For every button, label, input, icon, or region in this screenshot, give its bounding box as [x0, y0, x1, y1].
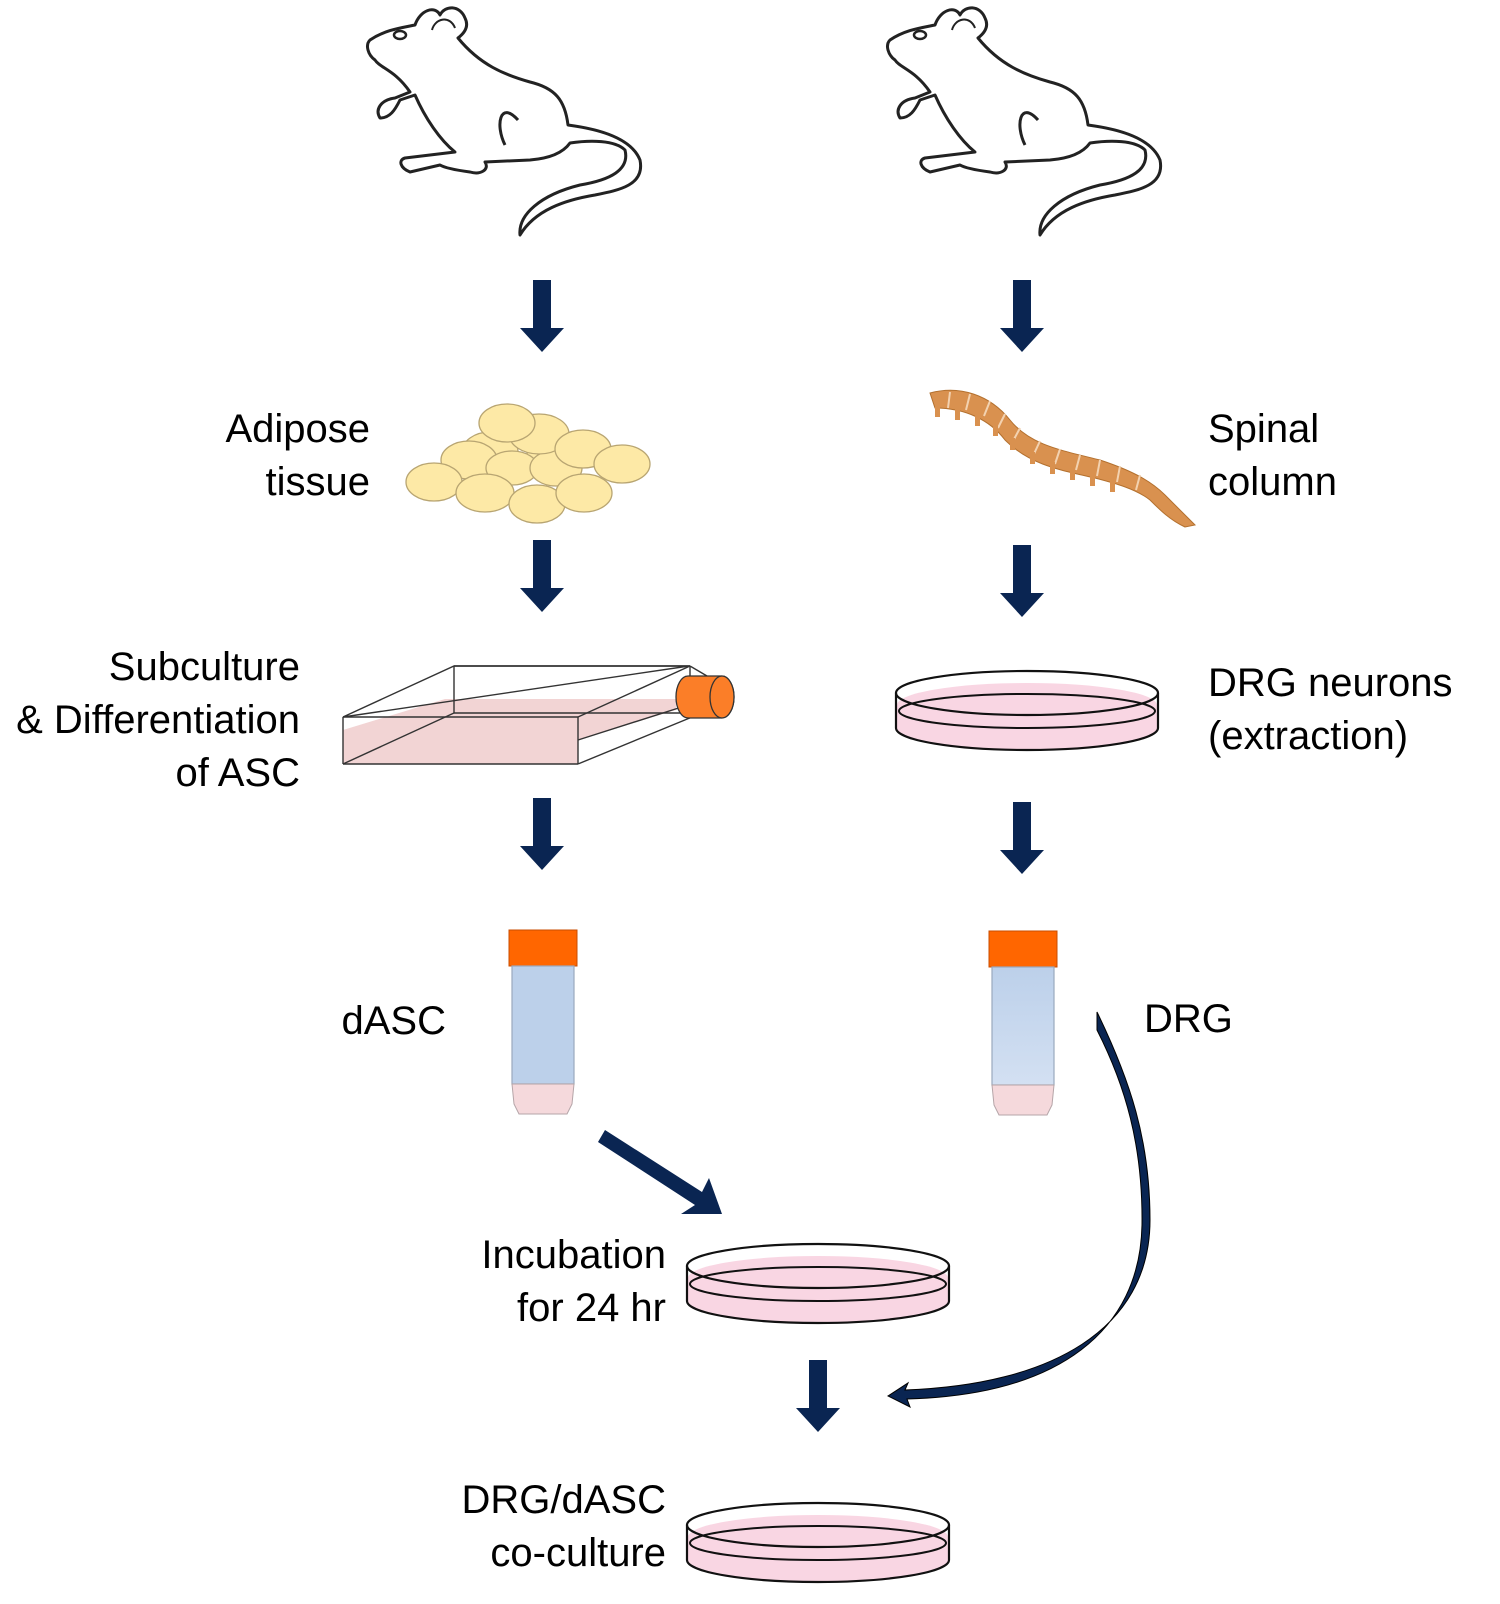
- label-co-culture: DRG/dASC co-culture: [461, 1478, 667, 1575]
- arrow-curved-icon: [886, 1011, 1151, 1409]
- label-subculture-differentiation: Subculture & Differentiation of ASC: [16, 645, 300, 795]
- centrifuge-tube-icon: [988, 930, 1058, 1116]
- rat-left-icon: [366, 6, 643, 237]
- petri-dish-icon: [685, 1242, 951, 1325]
- spinal-column-icon: [929, 389, 1197, 528]
- arrow-down-icon: [1000, 802, 1044, 874]
- adipose-tissue-icon: [405, 403, 651, 524]
- arrow-down-icon: [520, 280, 564, 352]
- arrow-diagonal-icon: [598, 1130, 722, 1214]
- rat-right-icon: [886, 6, 1163, 237]
- label-incubation: Incubation for 24 hr: [481, 1233, 666, 1330]
- label-spinal-column: Spinal column: [1208, 407, 1337, 504]
- centrifuge-tube-icon: [508, 929, 578, 1115]
- label-drg-neurons: DRG neurons (extraction): [1208, 661, 1453, 758]
- label-dasc: dASC: [341, 999, 447, 1043]
- arrow-down-icon: [796, 1360, 840, 1432]
- arrow-down-icon: [1000, 280, 1044, 352]
- arrow-down-icon: [520, 798, 564, 870]
- label-adipose-tissue: Adipose tissue: [225, 407, 370, 504]
- petri-dish-icon: [685, 1501, 951, 1584]
- petri-dish-icon: [894, 669, 1160, 752]
- label-drg: DRG: [1144, 997, 1233, 1041]
- culture-flask-icon: [342, 665, 735, 765]
- arrow-down-icon: [520, 540, 564, 612]
- arrow-down-icon: [1000, 545, 1044, 617]
